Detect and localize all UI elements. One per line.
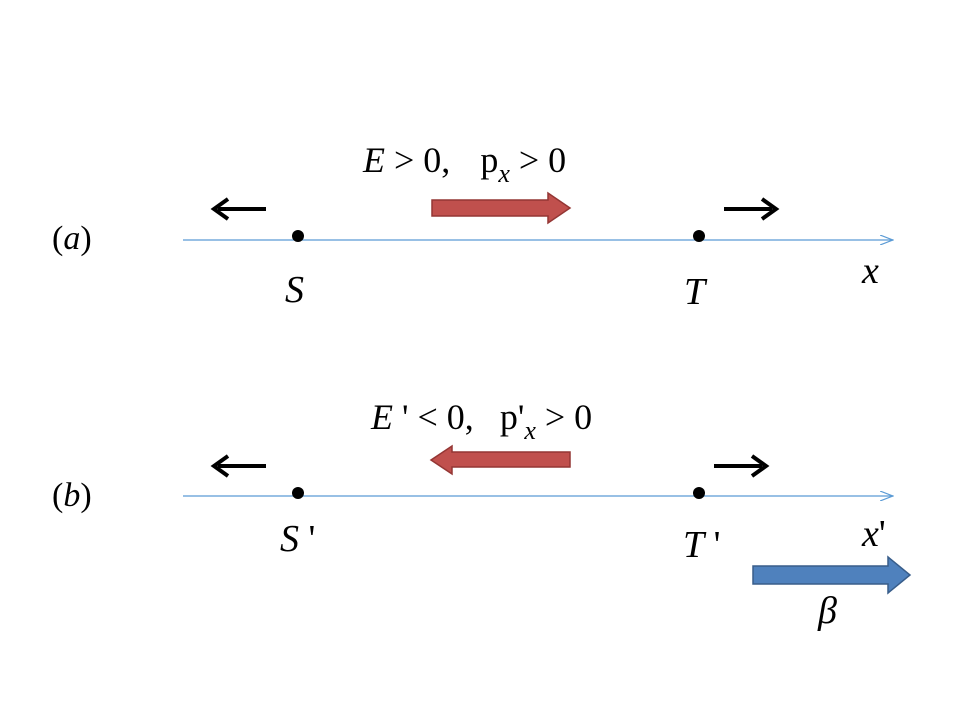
source-prime-point (292, 487, 304, 499)
panel-b-label: (b) (52, 477, 92, 514)
source-point (292, 230, 304, 242)
velocity-arrow-icon (752, 555, 912, 595)
panel-a: (a) E > 0,px > 0 S T x (52, 140, 893, 313)
target-prime-label: T ' (683, 524, 721, 566)
panel-b-condition: E ' < 0,p'x > 0 (370, 397, 592, 445)
left-direction-arrow-icon (210, 454, 266, 478)
velocity-label: β (817, 590, 837, 632)
left-direction-arrow-icon (210, 197, 266, 221)
right-direction-arrow-icon (724, 197, 780, 221)
x-axis-label: x (861, 250, 879, 292)
source-label: S (285, 269, 304, 311)
right-direction-arrow-icon (714, 454, 770, 478)
x-prime-axis-label: x' (861, 513, 886, 555)
signal-arrow-right-icon (431, 191, 572, 225)
source-prime-label: S ' (280, 518, 315, 560)
panel-b: (b) E ' < 0,p'x > 0 S ' T ' x' β (52, 397, 912, 632)
panel-a-label: (a) (52, 220, 92, 257)
target-label: T (684, 271, 708, 313)
target-prime-point (693, 487, 705, 499)
signal-arrow-left-icon (429, 444, 571, 476)
panel-a-condition: E > 0,px > 0 (362, 140, 566, 188)
target-point (693, 230, 705, 242)
